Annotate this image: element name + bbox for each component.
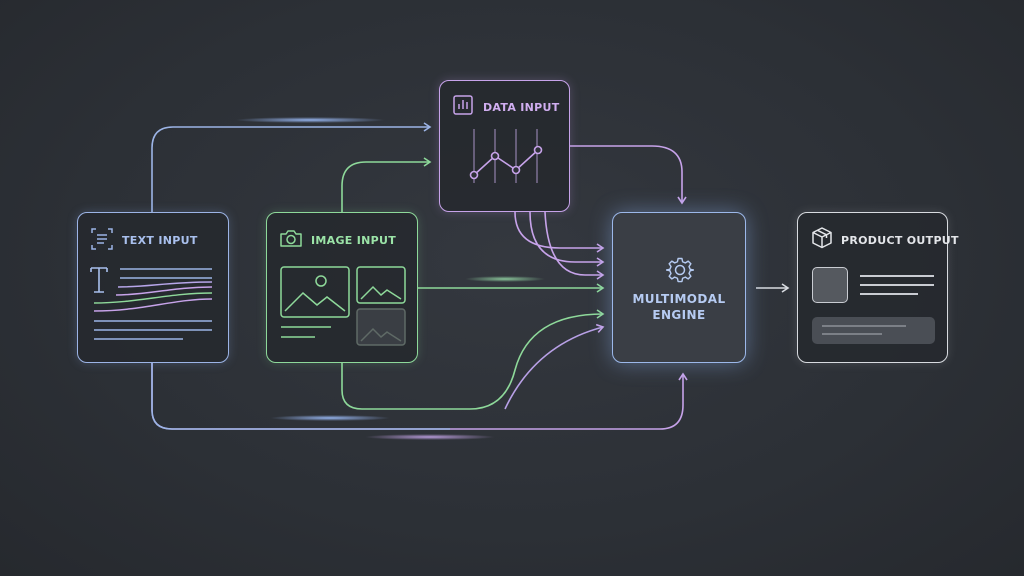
package-box-icon	[812, 227, 832, 249]
product-output-node[interactable]: PRODUCT OUTPUT	[797, 212, 959, 363]
arrow-data-top-to-engine	[570, 145, 687, 205]
product-output-title: PRODUCT OUTPUT	[841, 234, 959, 247]
bar-chart-icon	[453, 95, 473, 115]
data-input-title: DATA INPUT	[483, 101, 560, 114]
light-streak	[365, 434, 495, 440]
image-input-title: IMAGE INPUT	[311, 234, 397, 247]
image-gallery-illustration	[280, 266, 406, 346]
product-detail-line	[860, 284, 934, 286]
arrow-text-bottom-segment	[151, 363, 450, 430]
arrow-image-to-data	[341, 157, 432, 212]
text-input-title: TEXT INPUT	[122, 234, 198, 247]
product-thumbnail	[812, 267, 848, 303]
light-streak	[465, 276, 545, 282]
arrow-text-to-engine	[151, 363, 688, 430]
light-streak	[270, 415, 390, 421]
arrow-text-to-data	[151, 122, 432, 212]
arrow-data-bottom-to-engine-3	[544, 211, 605, 280]
action-bar-line	[822, 333, 882, 335]
document-lines-icon	[91, 228, 113, 250]
data-input-node[interactable]: DATA INPUT	[439, 80, 570, 212]
text-flow-illustration	[90, 267, 213, 340]
camera-icon	[280, 230, 302, 247]
light-streak	[235, 117, 385, 123]
action-bar-line	[822, 325, 906, 327]
arrow-image-loop-to-engine	[341, 309, 605, 410]
image-input-node[interactable]: IMAGE INPUT	[266, 212, 418, 363]
arrow-image-curve-to-engine	[504, 323, 605, 410]
product-detail-line	[860, 293, 918, 295]
arrow-data-bottom-to-engine-2	[529, 211, 605, 267]
text-input-node[interactable]: TEXT INPUT	[77, 212, 229, 363]
product-detail-line	[860, 275, 934, 277]
multimodal-engine-node[interactable]: MULTIMODAL ENGINE	[612, 212, 746, 363]
engine-label-line2: ENGINE	[652, 308, 706, 322]
engine-label-line1: MULTIMODAL	[632, 292, 726, 306]
line-chart-illustration	[469, 129, 543, 183]
product-action-bar[interactable]	[812, 317, 935, 344]
arrow-data-bottom-to-engine-1	[514, 211, 605, 253]
gear-icon	[666, 257, 694, 283]
